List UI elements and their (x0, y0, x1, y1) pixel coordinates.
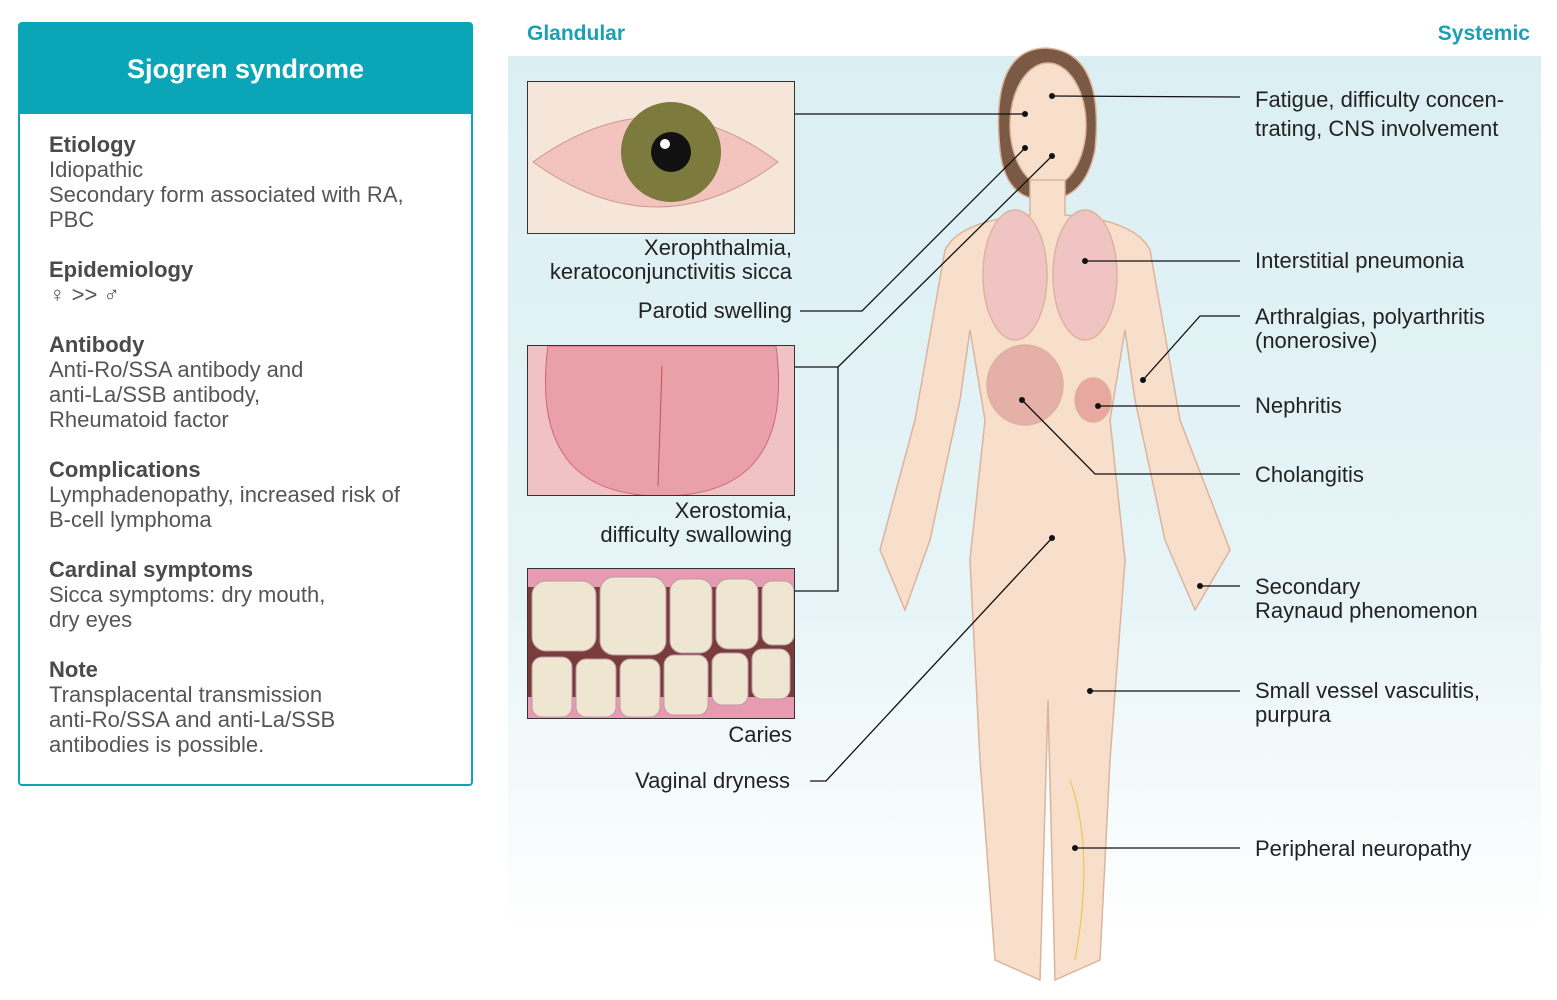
label-raynaud: Secondary Raynaud phenomenon (1255, 574, 1478, 623)
label-arthralgias: Arthralgias, polyarthritis (nonerosive) (1255, 304, 1485, 353)
leader-lines (795, 95, 1241, 849)
glandular-header: Glandular (527, 22, 626, 45)
section-heading: Epidemiology (49, 257, 194, 282)
label-nephritis: Nephritis (1255, 393, 1342, 418)
section-heading: Cardinal symptoms (49, 557, 254, 582)
label-neuropathy: Peripheral neuropathy (1255, 836, 1472, 861)
label-xerophthalmia: Xerophthalmia, keratoconjunctivitis sicc… (549, 235, 792, 284)
body-silhouette (879, 47, 1231, 982)
eye-illustration (527, 81, 795, 234)
label-vasculitis: Small vessel vasculitis, purpura (1255, 678, 1480, 727)
section-text: Sicca symptoms: dry mouth, dry eyes (49, 582, 326, 632)
label-parotid: Parotid swelling (637, 298, 792, 323)
section-heading: Etiology (49, 132, 136, 157)
card-title: Sjogren syndrome (20, 24, 471, 114)
label-cholangitis: Cholangitis (1255, 462, 1364, 487)
section-text: Anti-Ro/SSA antibody and anti-La/SSB ant… (49, 357, 304, 432)
section-text: Lymphadenopathy, increased risk of B-cel… (49, 482, 400, 532)
label-fatigue: Fatigue, difficulty concen- trating, CNS… (1255, 87, 1505, 141)
label-pneumonia: Interstitial pneumonia (1255, 248, 1465, 273)
systemic-header: Systemic (1437, 22, 1530, 45)
section-text: Idiopathic Secondary form associated wit… (49, 157, 404, 232)
label-vaginal: Vaginal dryness (635, 768, 790, 793)
section-heading: Note (49, 657, 98, 682)
epidemiology-section: Epidemiology♀ >> ♂ (49, 257, 471, 307)
teeth-illustration (527, 568, 795, 719)
section-heading: Complications (49, 457, 201, 482)
tongue-illustration (527, 345, 795, 496)
section-heading: Antibody (49, 332, 145, 357)
section-text: ♀ >> ♂ (49, 282, 120, 307)
section-text: Transplacental transmission anti-Ro/SSA … (49, 682, 336, 757)
label-caries: Caries (728, 722, 792, 747)
label-xerostomia: Xerostomia, difficulty swallowing (600, 498, 792, 547)
